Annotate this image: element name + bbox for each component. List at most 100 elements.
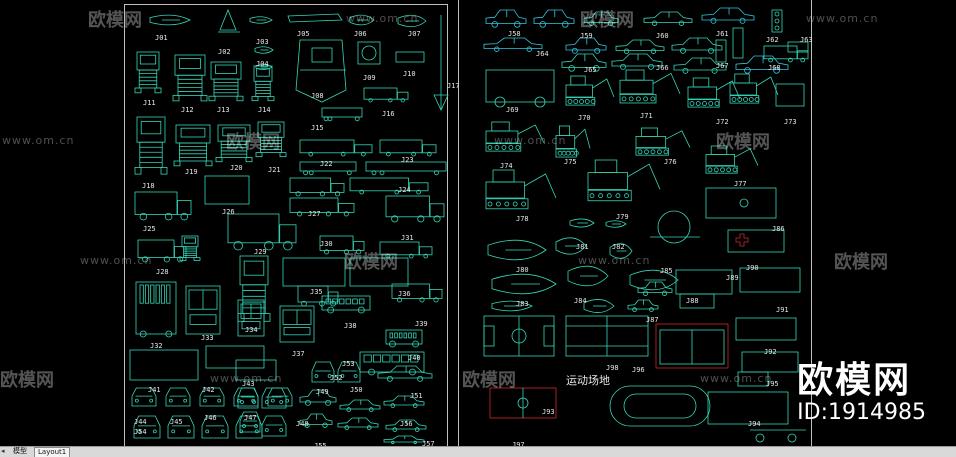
car-body: [673, 57, 727, 71]
track-roller: [487, 201, 493, 207]
car-front: [311, 361, 335, 383]
car-wheel: [568, 65, 575, 72]
yard-outline: [707, 391, 789, 425]
machine-cab: [559, 125, 571, 137]
truck-wheel: [408, 253, 414, 259]
track-roller: [606, 193, 612, 199]
ambulance: [727, 229, 785, 253]
van-wheel: [494, 96, 506, 108]
vehicle-label: J32: [150, 342, 163, 350]
bus-window: [372, 354, 382, 363]
vehicle-label: J23: [401, 156, 414, 164]
car-headlight: [202, 398, 207, 403]
machine-track: [619, 94, 657, 104]
truck-box: [391, 283, 430, 299]
truck-wheel: [308, 151, 314, 157]
tab-scroll-arrow-icon[interactable]: ◂: [1, 447, 5, 455]
truck-cab: [397, 91, 409, 100]
truck-cab: [353, 240, 365, 251]
car-wheel: [539, 21, 547, 28]
tab-layout1[interactable]: Layout1: [34, 447, 71, 457]
truck-cab: [338, 202, 355, 213]
bus-window: [155, 284, 160, 304]
boat-hull: [254, 46, 274, 54]
track-roller: [637, 149, 643, 155]
car-body: [377, 365, 433, 379]
truck-wheel: [264, 240, 274, 251]
truck-box: [137, 239, 175, 259]
watermark-url: www.om.cn: [210, 372, 283, 385]
bus-window: [363, 354, 372, 363]
track-roller: [589, 193, 595, 199]
truck-wheel: [177, 256, 184, 263]
track-roller: [515, 145, 521, 150]
deck-unit: [357, 41, 381, 65]
track-roller: [501, 145, 507, 150]
truck-box: [379, 139, 423, 154]
traffic-lamp: [774, 18, 780, 24]
trailer-wheel: [739, 198, 749, 208]
traffic-light: [771, 9, 783, 33]
track-roller: [726, 167, 732, 173]
boat-hull: [583, 299, 615, 313]
brand-overlay: 欧模网 ID:1914985: [797, 362, 926, 426]
car-headlight: [314, 374, 319, 378]
car-wheel: [491, 21, 499, 28]
machine-arm: [652, 72, 681, 94]
boat-hull: [349, 14, 375, 26]
machine-body: [565, 84, 593, 98]
bus-front: [185, 285, 221, 335]
machine-track: [587, 189, 632, 202]
red-cross: [735, 233, 749, 247]
gate-wheel: [787, 433, 797, 443]
vehicle-label: J05: [297, 30, 310, 38]
boat-hull: [567, 265, 609, 287]
truck-grille: [139, 141, 163, 168]
truck-wheel: [423, 253, 429, 259]
machine-body: [687, 86, 718, 100]
tab-model[interactable]: 模型: [13, 447, 27, 455]
vehicle-label: J08: [311, 92, 324, 100]
track-roller: [624, 193, 629, 199]
track-roller: [487, 145, 493, 150]
truck-window: [261, 124, 281, 133]
bus-window: [410, 354, 419, 363]
car-body: [701, 7, 755, 21]
bus-wheel: [139, 330, 147, 338]
cart: [737, 371, 769, 387]
truck-wheel: [134, 87, 142, 94]
truck-wheel: [396, 297, 403, 303]
truck-box: [385, 195, 430, 218]
car-wheel: [417, 375, 424, 382]
vehicle-label: J11: [143, 99, 156, 107]
boat-hull: [555, 237, 587, 255]
track-roller: [504, 201, 510, 207]
truck-wheel: [343, 211, 349, 217]
car-headlight: [264, 428, 269, 432]
car-body: [299, 413, 333, 425]
bus-wheel: [327, 306, 335, 314]
track-roller: [702, 101, 707, 106]
watermark-brand: 欧模网: [0, 370, 54, 391]
vehicle-label: J97: [512, 441, 525, 449]
truck-wheel: [768, 57, 773, 63]
truck-window: [256, 68, 270, 77]
machine-arm: [734, 148, 759, 166]
car-body: [337, 417, 379, 428]
truck-wheel: [208, 95, 216, 102]
vehicle-label: J67: [716, 62, 729, 70]
truck-box: [227, 213, 280, 244]
bus-wheel: [389, 340, 396, 348]
traffic-lamp: [774, 25, 780, 31]
truck-wheel: [297, 211, 303, 217]
track-roller: [584, 99, 590, 104]
machine-arm: [665, 130, 691, 148]
bus-window: [352, 298, 358, 305]
track-roller: [508, 145, 514, 150]
vehicle-label: J36: [398, 290, 411, 298]
track-roller: [663, 149, 669, 155]
truck-wheel: [324, 249, 330, 255]
vehicle-label: J61: [716, 30, 729, 38]
truck-cab: [177, 199, 192, 215]
